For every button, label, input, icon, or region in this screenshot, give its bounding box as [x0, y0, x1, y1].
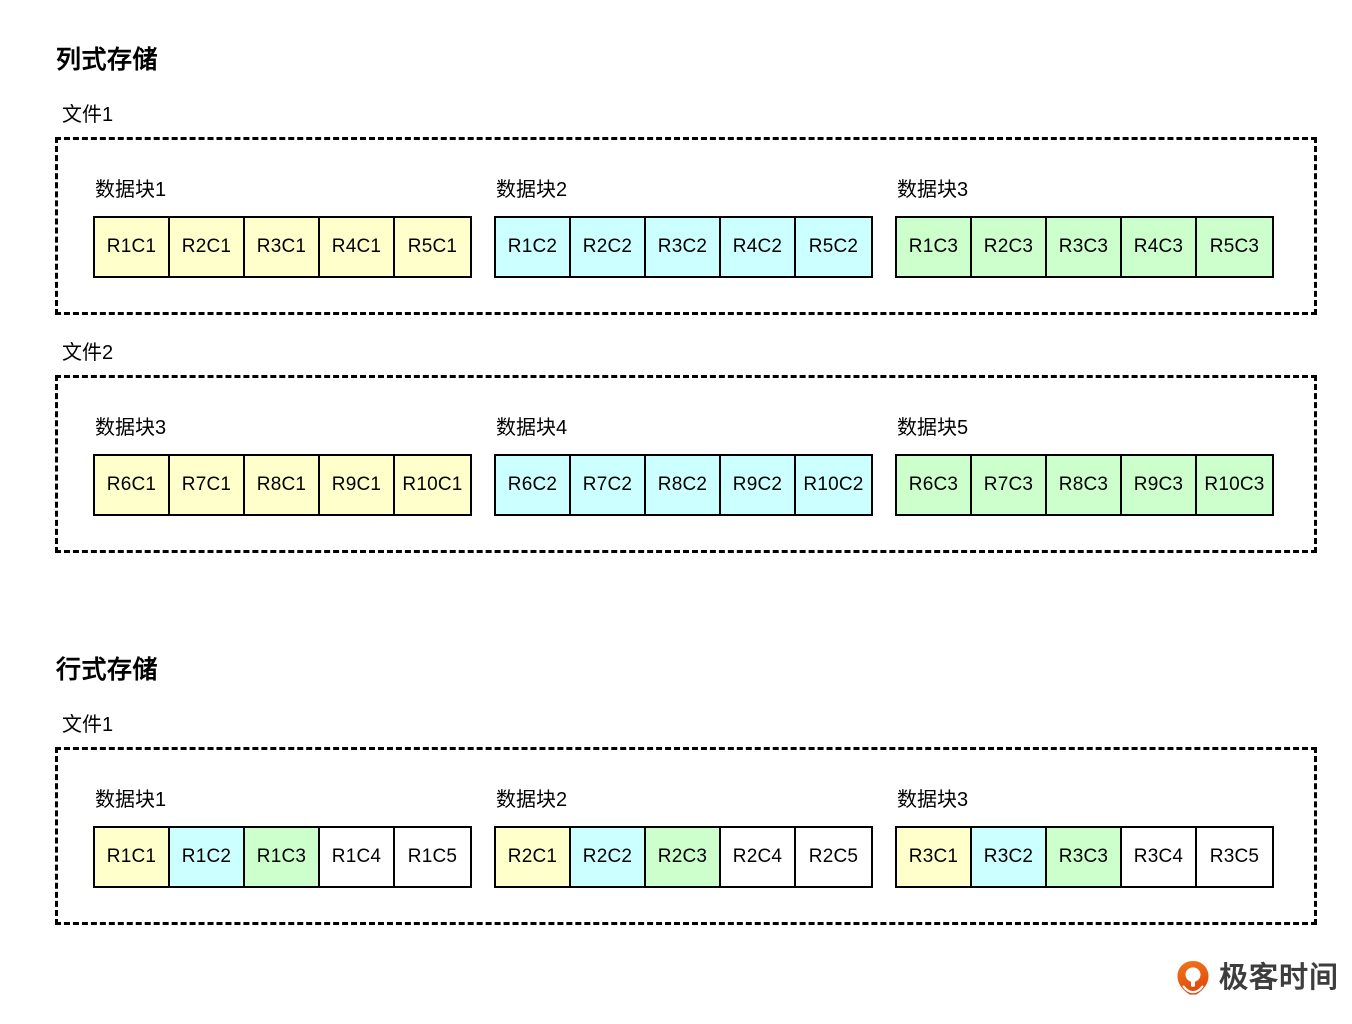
data-block-label: 数据块2 [496, 179, 568, 201]
data-cell: R7C2 [571, 456, 646, 514]
data-block-cells: R6C1 R7C1 R8C1 R9C1 R10C1 [93, 454, 472, 516]
data-cell: R8C1 [245, 456, 320, 514]
data-block-label: 数据块1 [95, 179, 167, 201]
data-cell: R1C3 [245, 828, 320, 886]
brand-logo-text: 极客时间 [1219, 961, 1340, 994]
data-cell: R8C3 [1047, 456, 1122, 514]
data-cell: R1C1 [95, 828, 170, 886]
section-title-row: 行式存储 [56, 656, 159, 684]
data-cell: R9C2 [721, 456, 796, 514]
data-block-label: 数据块3 [897, 179, 969, 201]
data-block-cells: R6C2 R7C2 R8C2 R9C2 R10C2 [494, 454, 873, 516]
data-block: 数据块3 R1C3 R2C3 R3C3 R4C3 R5C3 [895, 180, 1274, 278]
geektime-logo-icon [1176, 960, 1210, 996]
data-cell: R9C1 [320, 456, 395, 514]
data-cell: R2C3 [646, 828, 721, 886]
data-cell: R3C2 [646, 218, 721, 276]
data-cell: R7C3 [972, 456, 1047, 514]
file-box-columnar-1: 数据块1 R1C1 R2C1 R3C1 R4C1 R5C1 数据块2 R1C2 [55, 137, 1317, 315]
data-cell: R3C3 [1047, 218, 1122, 276]
data-block: 数据块5 R6C3 R7C3 R8C3 R9C3 R10C3 [895, 418, 1274, 516]
file-group-row-1: 文件1 数据块1 R1C1 R1C2 R1C3 R1C4 R1C5 [0, 715, 1352, 925]
data-cell: R6C1 [95, 456, 170, 514]
data-block: 数据块3 R3C1 R3C2 R3C3 R3C4 R3C5 [895, 790, 1274, 888]
data-block: 数据块2 R1C2 R2C2 R3C2 R4C2 R5C2 [494, 180, 873, 278]
data-cell: R1C5 [395, 828, 470, 886]
data-block-cells: R2C1 R2C2 R2C3 R2C4 R2C5 [494, 826, 873, 888]
data-cell: R3C4 [1122, 828, 1197, 886]
data-cell: R2C5 [796, 828, 871, 886]
file-group-columnar-2: 文件2 数据块3 R6C1 R7C1 R8C1 R9C1 R10C1 [0, 343, 1352, 553]
data-block-label: 数据块2 [496, 789, 568, 811]
file-group-columnar-1: 文件1 数据块1 R1C1 R2C1 R3C1 R4C1 R5C1 [0, 105, 1352, 315]
file-box-columnar-2: 数据块3 R6C1 R7C1 R8C1 R9C1 R10C1 数据块4 R6C2 [55, 375, 1317, 553]
data-cell: R3C1 [897, 828, 972, 886]
data-block-cells: R1C1 R2C1 R3C1 R4C1 R5C1 [93, 216, 472, 278]
data-cell: R6C2 [496, 456, 571, 514]
data-cell: R2C1 [496, 828, 571, 886]
data-block: 数据块1 R1C1 R2C1 R3C1 R4C1 R5C1 [93, 180, 472, 278]
data-block-label: 数据块3 [95, 417, 167, 439]
data-cell: R9C3 [1122, 456, 1197, 514]
brand-logo: 极客时间 [1176, 960, 1339, 996]
data-cell: R2C2 [571, 218, 646, 276]
data-cell: R1C1 [95, 218, 170, 276]
data-cell: R1C2 [170, 828, 245, 886]
data-block: 数据块1 R1C1 R1C2 R1C3 R1C4 R1C5 [93, 790, 472, 888]
data-block-cells: R6C3 R7C3 R8C3 R9C3 R10C3 [895, 454, 1274, 516]
data-block-label: 数据块3 [897, 789, 969, 811]
data-cell: R3C2 [972, 828, 1047, 886]
data-block: 数据块4 R6C2 R7C2 R8C2 R9C2 R10C2 [494, 418, 873, 516]
data-cell: R2C3 [972, 218, 1047, 276]
data-block-cells: R1C3 R2C3 R3C3 R4C3 R5C3 [895, 216, 1274, 278]
columnar-storage-section: 列式存储 文件1 数据块1 R1C1 R2C1 R3C1 R4C1 R5C1 [0, 48, 1352, 553]
data-cell: R3C1 [245, 218, 320, 276]
data-cell: R4C3 [1122, 218, 1197, 276]
data-block-label: 数据块4 [496, 417, 568, 439]
data-cell: R2C2 [571, 828, 646, 886]
file-box-row-1: 数据块1 R1C1 R1C2 R1C3 R1C4 R1C5 数据块2 R2C1 [55, 747, 1317, 925]
data-cell: R7C1 [170, 456, 245, 514]
data-block-cells: R1C1 R1C2 R1C3 R1C4 R1C5 [93, 826, 472, 888]
data-cell: R1C3 [897, 218, 972, 276]
data-block-label: 数据块5 [897, 417, 969, 439]
data-cell: R5C1 [395, 218, 470, 276]
file-label-columnar-1: 文件1 [62, 104, 114, 126]
section-title-columnar: 列式存储 [56, 46, 159, 74]
data-cell: R4C1 [320, 218, 395, 276]
data-cell: R1C4 [320, 828, 395, 886]
data-cell: R1C2 [496, 218, 571, 276]
data-cell: R6C3 [897, 456, 972, 514]
data-cell: R10C2 [796, 456, 871, 514]
data-cell: R4C2 [721, 218, 796, 276]
data-cell: R2C1 [170, 218, 245, 276]
data-cell: R10C3 [1197, 456, 1272, 514]
data-block-label: 数据块1 [95, 789, 167, 811]
data-cell: R5C2 [796, 218, 871, 276]
data-cell: R5C3 [1197, 218, 1272, 276]
data-cell: R2C4 [721, 828, 796, 886]
data-block-cells: R1C2 R2C2 R3C2 R4C2 R5C2 [494, 216, 873, 278]
file-label-columnar-2: 文件2 [62, 342, 114, 364]
data-cell: R8C2 [646, 456, 721, 514]
data-cell: R10C1 [395, 456, 470, 514]
row-storage-section: 行式存储 文件1 数据块1 R1C1 R1C2 R1C3 R1C4 R1C5 [0, 658, 1352, 925]
data-block-cells: R3C1 R3C2 R3C3 R3C4 R3C5 [895, 826, 1274, 888]
data-block: 数据块3 R6C1 R7C1 R8C1 R9C1 R10C1 [93, 418, 472, 516]
data-cell: R3C3 [1047, 828, 1122, 886]
data-block: 数据块2 R2C1 R2C2 R2C3 R2C4 R2C5 [494, 790, 873, 888]
file-label-row-1: 文件1 [62, 714, 114, 736]
data-cell: R3C5 [1197, 828, 1272, 886]
